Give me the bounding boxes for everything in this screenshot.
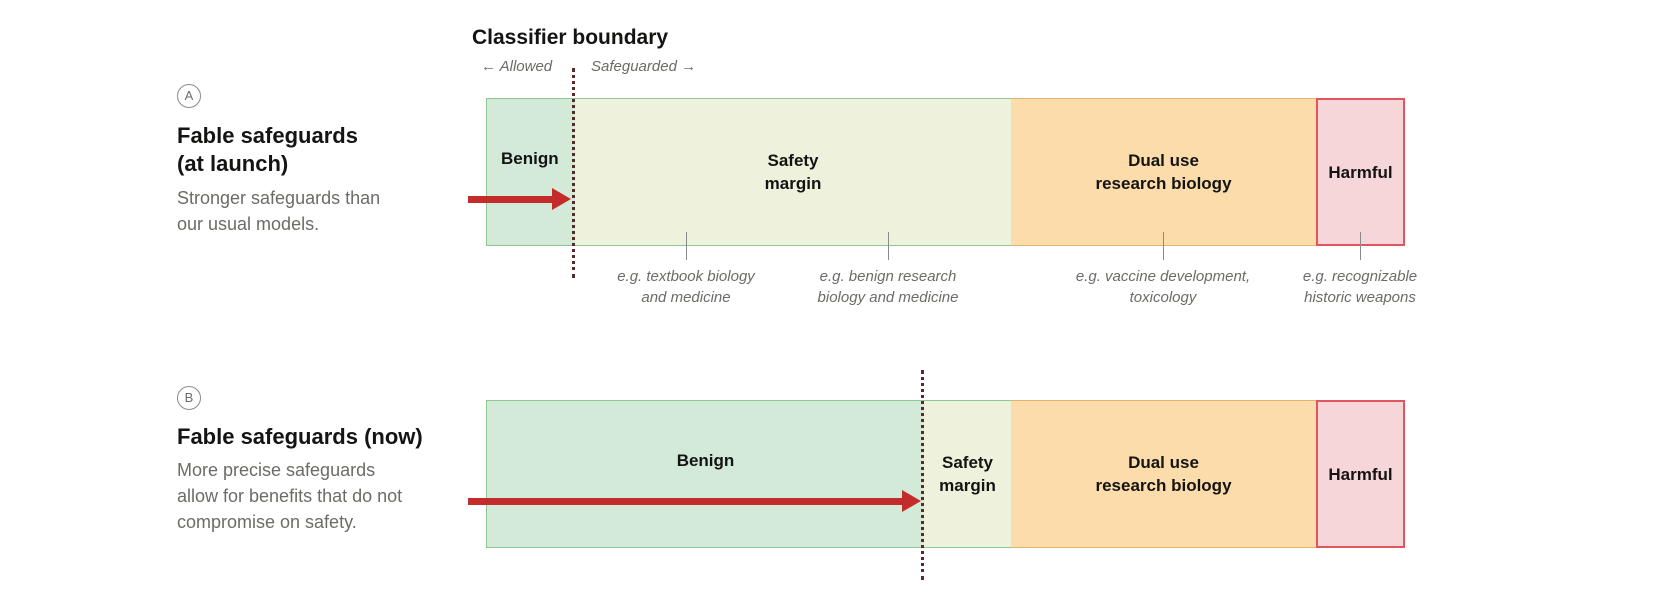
panel-b-harmful-band: Harmful (1316, 400, 1405, 548)
panel-b-benign-band: Benign (486, 400, 925, 548)
panel-b-arrow-head (902, 490, 921, 512)
panel-a-tick-benign-research (888, 232, 889, 260)
panel-a-tick-textbook (686, 232, 687, 260)
panel-b-classifier-boundary-line (921, 370, 924, 580)
panel-b-marker: B (177, 386, 201, 410)
panel-b-dual-use-label: Dual use research biology (1095, 453, 1232, 495)
panel-a-safety-margin-band: Safety margin (575, 98, 1012, 246)
classifier-boundary-title: Classifier boundary (472, 26, 669, 49)
panel-a-description: Stronger safeguards than our usual model… (177, 188, 381, 234)
panel-a-arrow-head (552, 188, 571, 210)
panel-b-dual-use-band: Dual use research biology (1011, 400, 1317, 548)
safeguarded-label: Safeguarded → (591, 58, 697, 75)
panel-a-tick-vaccine (1163, 232, 1164, 260)
panel-a-benign-label: Benign (501, 149, 559, 168)
panel-b-safety-margin-band: Safety margin (924, 400, 1012, 548)
panel-a-tick-weapons (1360, 232, 1361, 260)
panel-a-benign-band: Benign (486, 98, 576, 246)
panel-a-marker: A (177, 84, 201, 108)
panel-a-safety-margin-label: Safety margin (764, 151, 822, 193)
panel-a-harmful-label: Harmful (1328, 162, 1393, 182)
panel-a-harmful-band: Harmful (1316, 98, 1405, 246)
panel-b-benign-label: Benign (676, 451, 735, 470)
panel-a-example-vaccine: e.g. vaccine development, toxicology (1075, 268, 1251, 306)
panel-a-dual-use-band: Dual use research biology (1011, 98, 1317, 246)
panel-a-dual-use-label: Dual use research biology (1095, 151, 1232, 193)
allowed-label: ← Allowed (481, 58, 553, 75)
panel-a-example-weapons: e.g. recognizable historic weapons (1302, 268, 1418, 306)
panel-a-classifier-boundary-line (572, 68, 575, 278)
panel-b-harmful-label: Harmful (1328, 464, 1393, 484)
panel-b-title: Fable safeguards (now) (177, 424, 423, 449)
panel-a-example-textbook: e.g. textbook biology and medicine (617, 268, 755, 306)
panel-b-arrow-shaft (468, 498, 912, 505)
panel-a-title: Fable safeguards (at launch) (177, 123, 358, 176)
panel-b-safety-margin-label: Safety margin (939, 453, 996, 495)
panel-a-example-benign-research: e.g. benign research biology and medicin… (817, 268, 959, 306)
panel-b-description: More precise safeguards allow for benefi… (177, 460, 403, 532)
panel-a-arrow-shaft (468, 196, 562, 203)
